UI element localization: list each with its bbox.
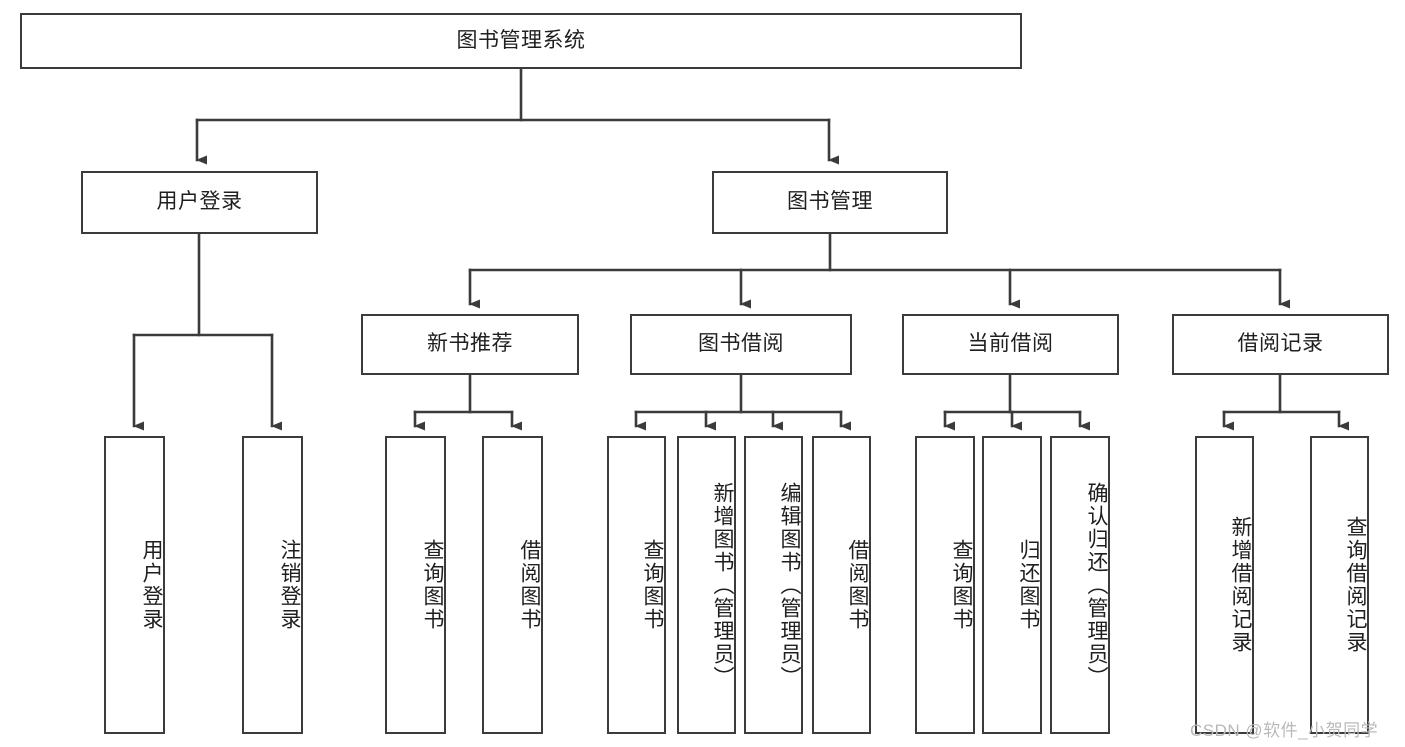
node-level2-book-borrow[interactable]: 图书借阅 xyxy=(630,314,852,375)
node-leaf-query-book-borrow[interactable]: 查询图书 xyxy=(607,436,666,734)
node-level1-user-login[interactable]: 用户登录 xyxy=(81,171,318,234)
node-leaf-borrow-book[interactable]: 借阅图书 xyxy=(812,436,871,734)
node-leaf-add-borrow-record[interactable]: 新增借阅记录 xyxy=(1195,436,1254,734)
node-label: 查询图书 xyxy=(641,539,664,631)
node-leaf-add-book-admin[interactable]: 新增图书（管理员） xyxy=(677,436,736,734)
node-label: 图书管理系统 xyxy=(456,28,586,52)
node-root[interactable]: 图书管理系统 xyxy=(20,13,1022,69)
node-leaf-return-book[interactable]: 归还图书 xyxy=(982,436,1042,734)
node-label: 图书借阅 xyxy=(698,332,784,356)
node-label: 归还图书 xyxy=(1017,539,1040,631)
node-level1-book-management[interactable]: 图书管理 xyxy=(712,171,948,234)
node-leaf-query-borrow-record[interactable]: 查询借阅记录 xyxy=(1310,436,1369,734)
node-label: 新增借阅记录 xyxy=(1229,516,1252,654)
node-label: 用户登录 xyxy=(156,190,243,214)
node-label: 注销登录 xyxy=(278,539,301,631)
node-label: 借阅图书 xyxy=(846,539,869,631)
node-label: 查询图书 xyxy=(421,539,444,631)
node-label: 借阅图书 xyxy=(518,539,541,631)
node-leaf-edit-book-admin[interactable]: 编辑图书（管理员） xyxy=(744,436,803,734)
node-label: 图书管理 xyxy=(787,190,873,214)
node-level2-current-borrow[interactable]: 当前借阅 xyxy=(902,314,1119,375)
node-label: 用户登录 xyxy=(140,539,163,631)
node-label: 编辑图书（管理员） xyxy=(778,481,801,689)
node-leaf-query-book-recommend[interactable]: 查询图书 xyxy=(385,436,446,734)
node-leaf-query-book-current[interactable]: 查询图书 xyxy=(915,436,975,734)
node-leaf-borrow-book-recommend[interactable]: 借阅图书 xyxy=(482,436,543,734)
node-level2-borrow-record[interactable]: 借阅记录 xyxy=(1172,314,1389,375)
watermark: CSDN @软件_小贺同学 xyxy=(1190,721,1379,740)
node-label: 新书推荐 xyxy=(427,332,513,356)
node-level2-new-book-recommend[interactable]: 新书推荐 xyxy=(361,314,579,375)
node-label: 当前借阅 xyxy=(967,332,1054,356)
node-leaf-logout[interactable]: 注销登录 xyxy=(242,436,303,734)
node-label: 查询图书 xyxy=(950,539,973,631)
node-label: 新增图书（管理员） xyxy=(711,481,734,689)
node-leaf-user-login[interactable]: 用户登录 xyxy=(104,436,165,734)
node-label: 确认归还（管理员） xyxy=(1085,481,1108,689)
node-leaf-confirm-return-admin[interactable]: 确认归还（管理员） xyxy=(1050,436,1110,734)
node-label: 借阅记录 xyxy=(1237,332,1324,356)
node-label: 查询借阅记录 xyxy=(1344,516,1367,654)
